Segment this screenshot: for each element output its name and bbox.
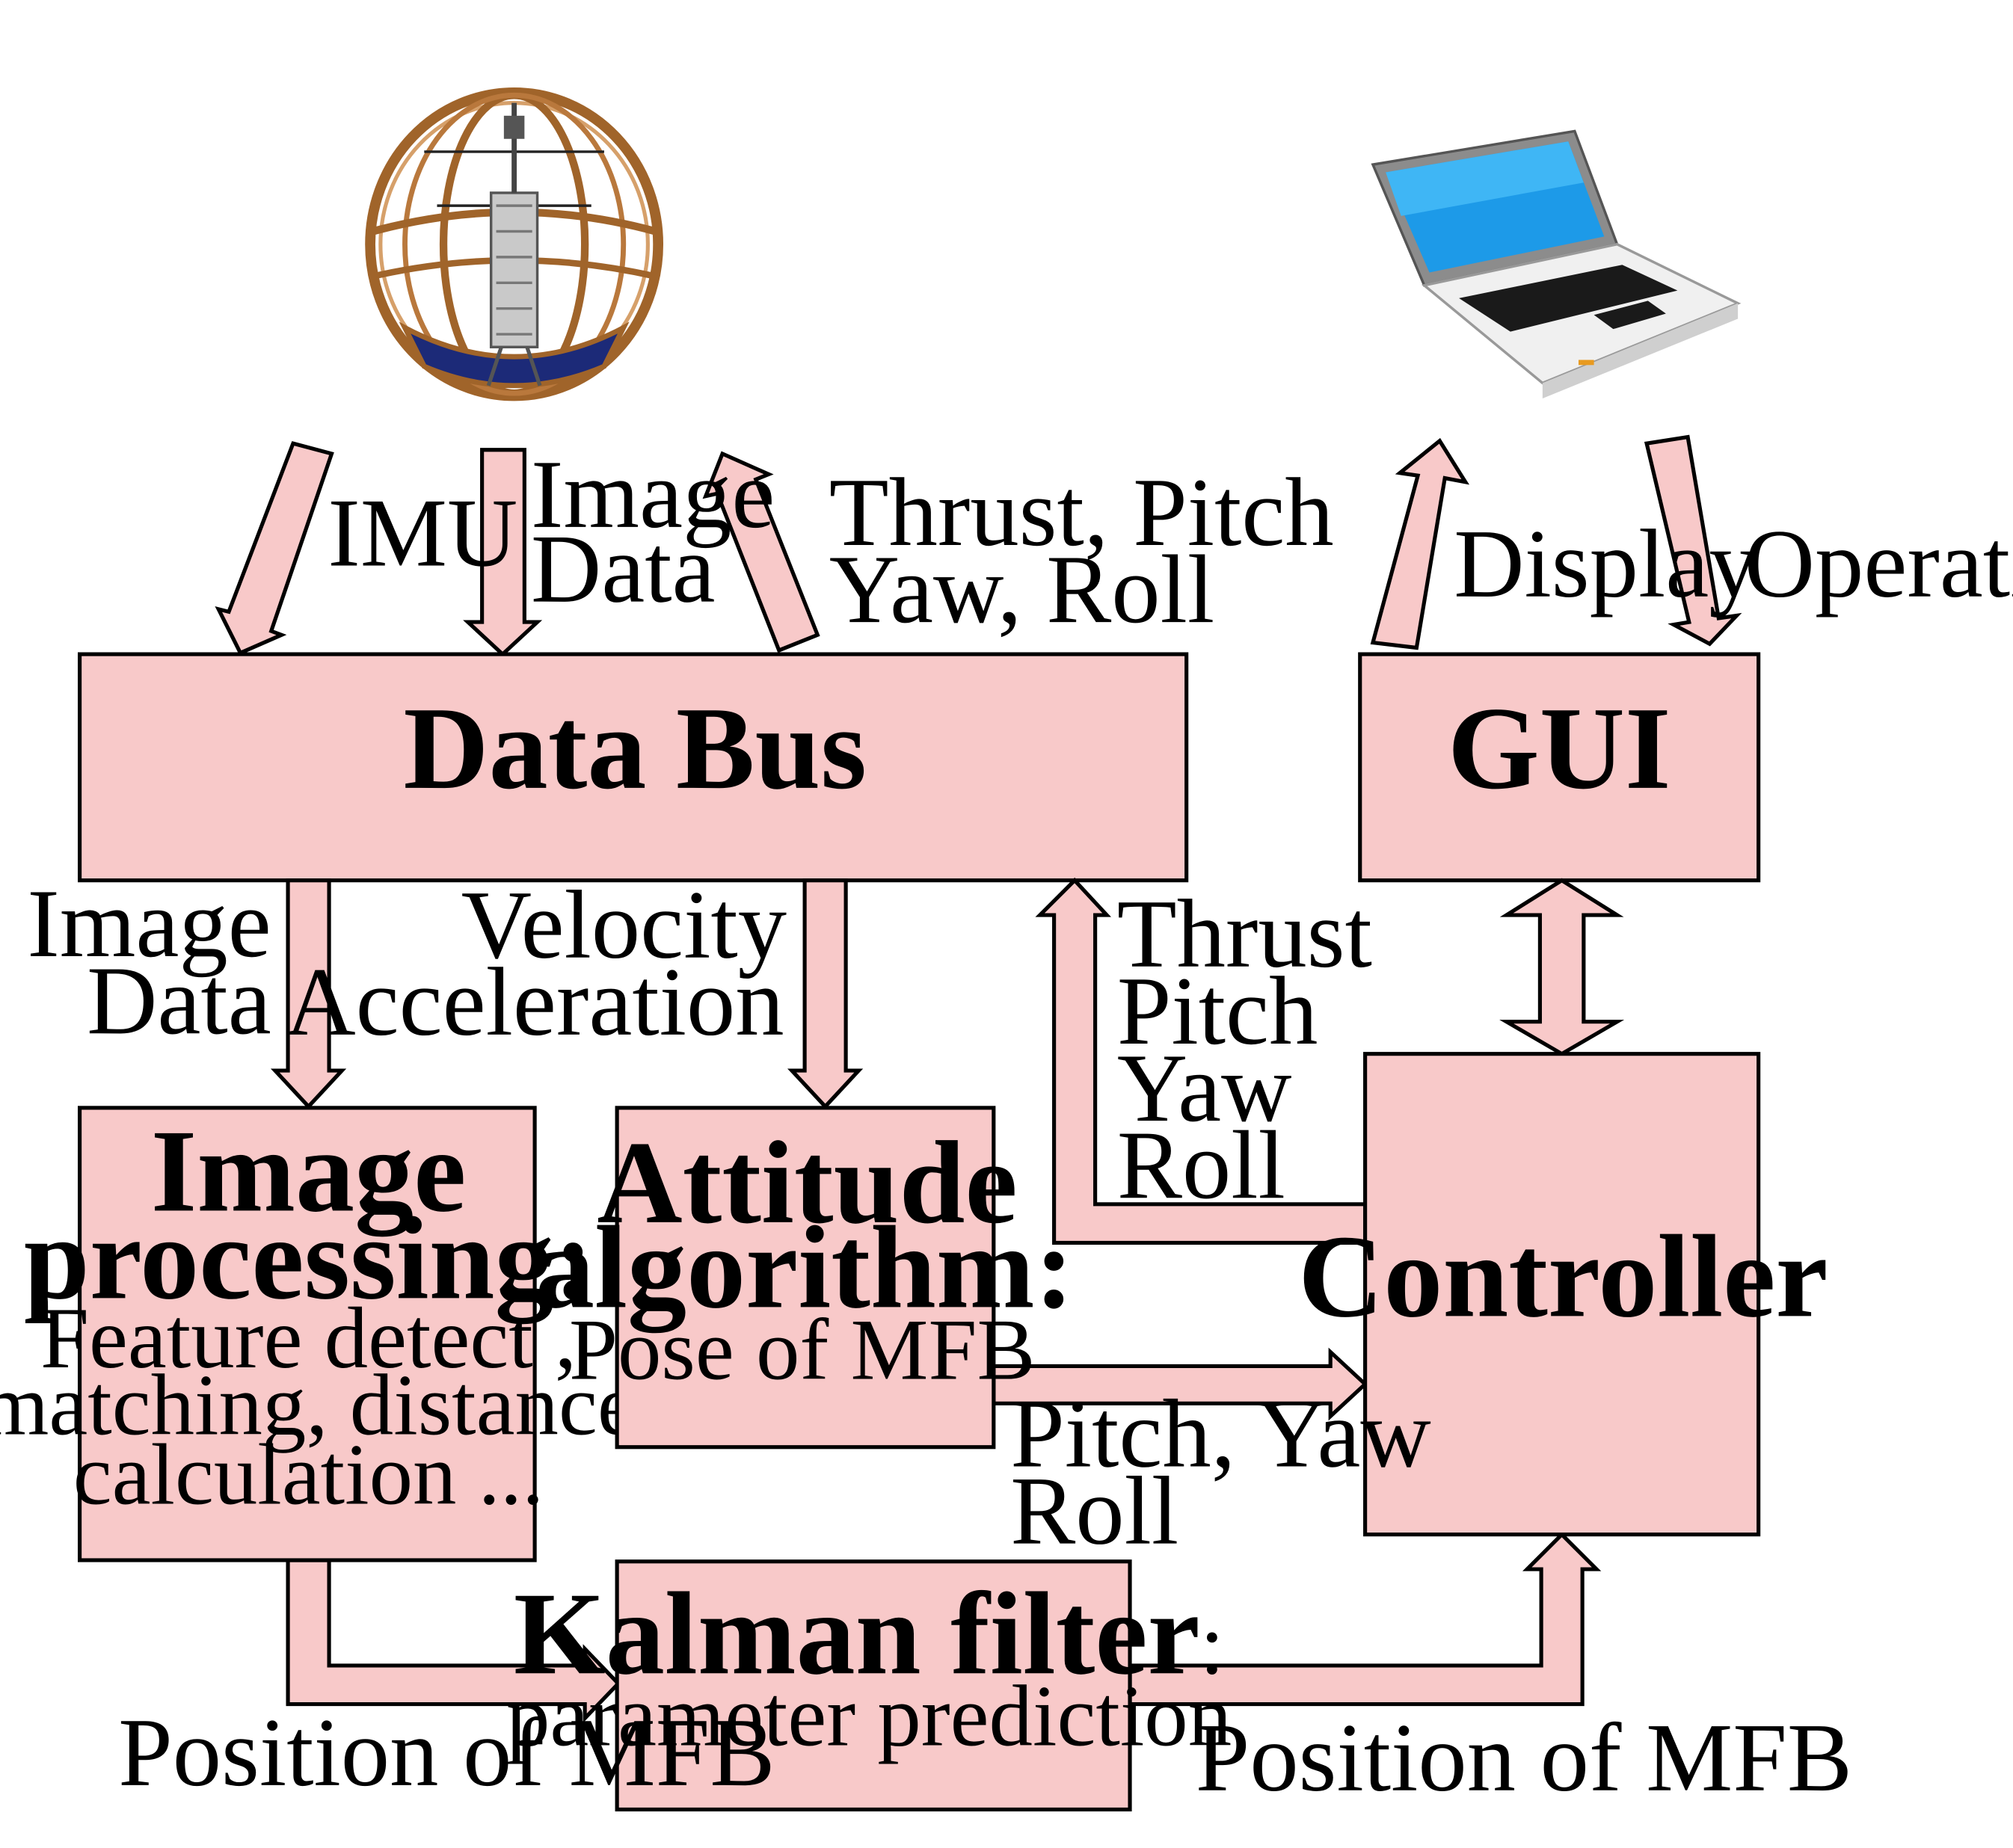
gui-box [1358,652,1761,883]
operation-down-arrow [1644,434,1742,647]
position-left-label: Position of MFB [118,1699,775,1807]
attitude-title-2: algorithm: [535,1202,1074,1333]
image-processing-sub-2: matching, distance [0,1358,636,1454]
feedback-pitch-label: Pitch [1117,958,1318,1065]
controller-to-databus-arrow [1035,877,1368,1245]
imu-label: IMU [328,479,517,587]
display-up-arrow [1370,437,1469,650]
acceleration-label: Acceleration [285,949,784,1056]
kalman-to-controller-arrow [1128,1531,1602,1707]
controller-box [1363,1052,1761,1537]
gui-controller-double-arrow [1499,878,1625,1056]
attitude-sub-1: Pose of MFB [569,1302,1035,1399]
pitch-yaw-label: Pitch, Yaw [1010,1381,1431,1488]
kalman-title: Kalman filter [514,1568,1200,1699]
spherical-flapping-robot-icon [365,87,664,401]
attitude-algorithm-box [615,1106,996,1450]
display-label: Display [1454,511,1757,618]
feedback-thrust-label: Thrust [1117,881,1372,988]
attitude-title-1: Attitude [597,1118,1017,1248]
image-data-top-label-1: Image [531,441,775,549]
laptop-icon [1371,129,1742,398]
gui-title: GUI [1448,683,1671,814]
image-data-left-label-1: Image [27,870,271,978]
feedback-yaw-label: Yaw [1117,1035,1292,1142]
image-processing-title-2: processing: [24,1193,593,1324]
position-right-label: Position of MFB [1196,1704,1852,1812]
yaw-roll-label: Yaw, Roll [829,536,1214,644]
velocity-to-attitude-arrow [787,878,864,1109]
kalman-title-colon: : [1200,1596,1224,1693]
imu-arrow [215,441,334,656]
image-data-left-label-2: Data [87,947,271,1055]
image-data-down-arrow [463,448,543,657]
operation-label: Operation [1745,511,2013,618]
thrust-up-arrow [702,451,820,653]
data-bus-title: Data Bus [403,683,867,814]
image-processing-sub-3: calculation ... [73,1426,544,1523]
image-processing-title-1: Image [151,1106,467,1236]
kalman-filter-box [615,1559,1132,1812]
feedback-roll-label: Roll [1117,1112,1285,1219]
kalman-sub-1: parameter prediction [506,1669,1232,1765]
kalman-title-group: Kalman filter: [514,1568,1224,1699]
attitude-to-controller-arrow [992,1347,1368,1421]
image-data-to-processing-arrow [270,878,347,1109]
velocity-label: Velocity [461,872,787,979]
controller-title: Controller [1298,1211,1828,1342]
processing-to-kalman-arrow [286,1558,621,1723]
image-processing-box [78,1106,537,1562]
data-bus-box [78,652,1189,883]
image-data-top-label-2: Data [531,516,716,623]
roll-label: Roll [1010,1458,1178,1565]
image-processing-sub-1: Feature detect , [40,1290,577,1387]
thrust-pitch-label: Thrust, Pitch [829,459,1334,567]
